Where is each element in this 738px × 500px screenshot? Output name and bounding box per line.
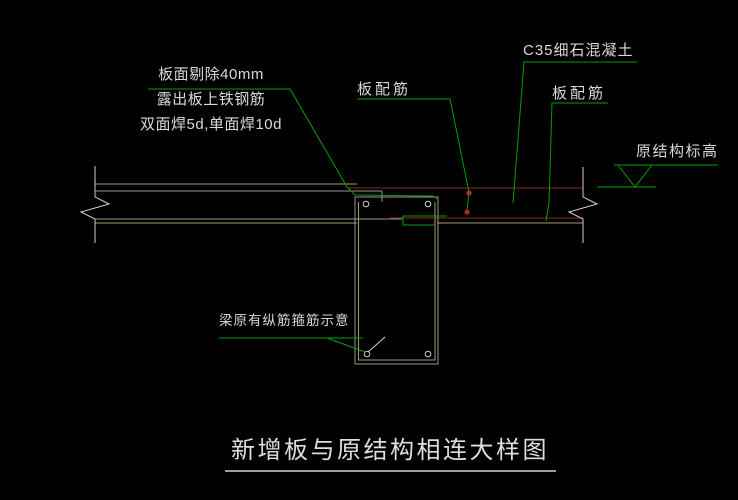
drawing-title: 新增板与原结构相连大样图 bbox=[231, 437, 549, 464]
concrete-spec-leader bbox=[512, 61, 637, 204]
slab-left-lines bbox=[95, 183, 402, 224]
chip-note-text: 板面剔除40mm 露出板上铁钢筋 双面焊5d,单面焊10d bbox=[125, 62, 297, 137]
beam-corner-bar bbox=[424, 200, 432, 208]
weld-dot bbox=[464, 209, 470, 215]
level-triangle bbox=[617, 164, 653, 188]
stirrup-hook-tick bbox=[367, 336, 386, 353]
beam-corner-bar bbox=[362, 200, 370, 208]
break-symbol-right bbox=[567, 167, 599, 243]
beam-concrete-outline bbox=[354, 196, 439, 365]
beam-corner-bar bbox=[424, 350, 432, 358]
chip-note-line1: 板面剔除40mm bbox=[158, 66, 264, 83]
beam-corner-bar bbox=[363, 350, 371, 358]
break-zigzag bbox=[567, 167, 599, 243]
beam-note-label: 梁原有纵筋箍筋示意 bbox=[219, 313, 350, 328]
level-symbol bbox=[597, 164, 718, 188]
beam-stirrup-yellow bbox=[358, 202, 436, 361]
break-zigzag bbox=[79, 166, 111, 243]
slab-rebar-label-right: 板配筋 bbox=[552, 85, 607, 102]
new-rebar-hook-green bbox=[402, 215, 447, 226]
slab-right-lines bbox=[348, 187, 583, 224]
weld-point-dots bbox=[464, 190, 472, 215]
weld-dot bbox=[466, 190, 472, 196]
leader-lines bbox=[148, 61, 637, 353]
chip-note-leader bbox=[148, 88, 438, 200]
slab-rebar-left-leader bbox=[357, 98, 470, 212]
slab-rebar-right-leader bbox=[545, 102, 608, 222]
beam-note-leader-branch bbox=[326, 337, 366, 353]
chip-note-line3: 双面焊5d,单面焊10d bbox=[140, 116, 282, 133]
concrete-spec-label: C35细石混凝土 bbox=[523, 42, 634, 59]
break-symbol-left bbox=[79, 166, 111, 243]
original-level-label: 原结构标高 bbox=[636, 143, 719, 160]
chip-note-line2: 露出板上铁钢筋 bbox=[156, 91, 266, 108]
slab-rebar-label-left: 板配筋 bbox=[357, 81, 412, 98]
beam-section bbox=[354, 196, 447, 365]
